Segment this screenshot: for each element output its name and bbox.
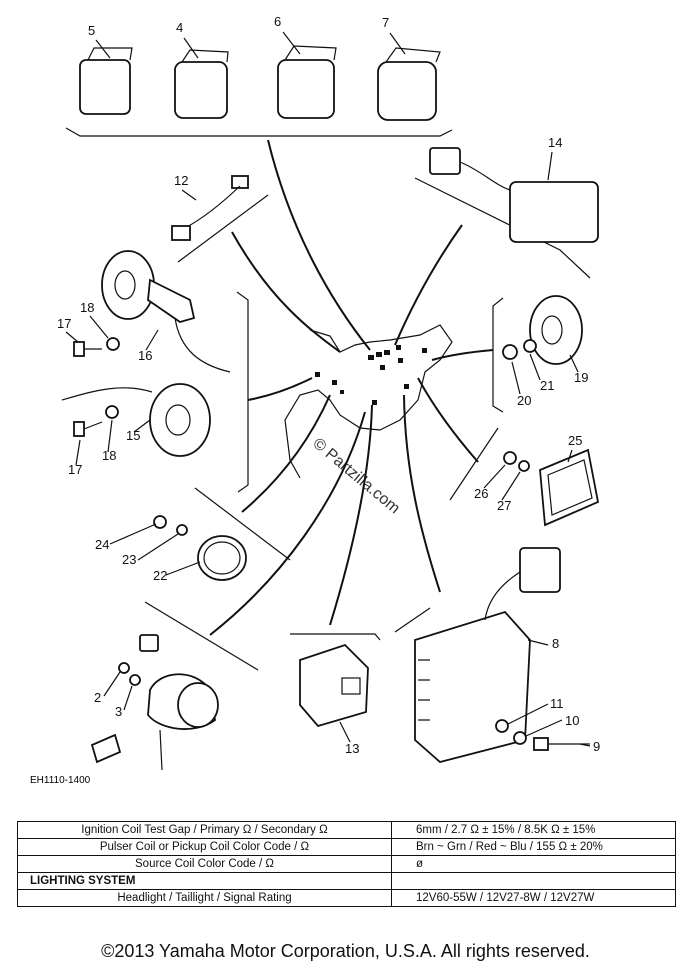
spec-value: 6mm / 2.7 Ω ± 15% / 8.5K Ω ± 15% bbox=[391, 821, 676, 839]
callout-6: 6 bbox=[274, 14, 281, 29]
wire-22 bbox=[241, 394, 331, 513]
section-heading: LIGHTING SYSTEM bbox=[17, 872, 392, 890]
spec-value: 12V60-55W / 12V27-8W / 12V27W bbox=[391, 889, 676, 907]
flasher-13[interactable] bbox=[299, 643, 369, 728]
callout-10: 10 bbox=[565, 713, 579, 728]
callout-5: 5 bbox=[88, 23, 95, 38]
bolt-17-lower[interactable] bbox=[73, 421, 103, 437]
nut-3[interactable] bbox=[129, 674, 141, 686]
bracket-12 bbox=[177, 194, 269, 263]
washer-21[interactable] bbox=[523, 339, 537, 353]
washer-27[interactable] bbox=[518, 460, 530, 472]
washer-24[interactable] bbox=[153, 515, 167, 529]
reflector-25[interactable] bbox=[539, 448, 600, 527]
washer-10[interactable] bbox=[513, 731, 527, 745]
callout-9: 9 bbox=[593, 739, 600, 754]
relay-5[interactable] bbox=[79, 47, 133, 115]
callout-7: 7 bbox=[382, 15, 389, 30]
spec-label: Headlight / Taillight / Signal Rating bbox=[17, 889, 392, 907]
callout-27: 27 bbox=[497, 498, 511, 513]
callout-17-lower: 17 bbox=[68, 462, 82, 477]
bracket-headlight bbox=[144, 601, 259, 671]
bolt-17-upper[interactable] bbox=[73, 341, 102, 357]
callout-19: 19 bbox=[574, 370, 588, 385]
nut-26[interactable] bbox=[503, 451, 517, 465]
bracket-14 bbox=[414, 177, 591, 279]
callout-8: 8 bbox=[552, 636, 559, 651]
washer-2[interactable] bbox=[118, 662, 130, 674]
callout-15: 15 bbox=[126, 428, 140, 443]
callout-11: 11 bbox=[550, 696, 564, 711]
callout-3: 3 bbox=[115, 704, 122, 719]
spec-label: Ignition Coil Test Gap / Primary Ω / Sec… bbox=[17, 821, 392, 839]
callout-20: 20 bbox=[517, 393, 531, 408]
washer-11[interactable] bbox=[495, 719, 509, 733]
part-14-connector[interactable] bbox=[429, 147, 599, 243]
part-12-harness[interactable] bbox=[171, 175, 249, 241]
part-19[interactable] bbox=[529, 295, 583, 365]
relay-group-bracket bbox=[65, 127, 453, 137]
relay-6[interactable] bbox=[277, 45, 337, 119]
wire-25 bbox=[417, 377, 479, 463]
bracket-19 bbox=[492, 297, 504, 413]
washer-18-lower[interactable] bbox=[105, 405, 119, 419]
table-row: LIGHTING SYSTEM bbox=[17, 872, 676, 890]
callout-4: 4 bbox=[176, 20, 183, 35]
wire-13 bbox=[329, 404, 373, 626]
spec-value: Brn ~ Grn / Red ~ Blu / 155 Ω ± 20% bbox=[391, 838, 676, 856]
bracket-horns bbox=[236, 291, 249, 493]
wire-19 bbox=[431, 349, 494, 361]
connector-cluster bbox=[315, 345, 427, 405]
table-row: Headlight / Taillight / Signal Rating 12… bbox=[17, 889, 676, 907]
bracket-25 bbox=[449, 427, 499, 501]
wire-horns bbox=[247, 377, 313, 401]
callout-26: 26 bbox=[474, 486, 488, 501]
bracket-22 bbox=[194, 487, 291, 561]
bracket-8 bbox=[394, 607, 431, 633]
nut-20[interactable] bbox=[502, 344, 518, 360]
relay-7[interactable] bbox=[377, 47, 441, 121]
callout-25: 25 bbox=[568, 433, 582, 448]
wire-relays bbox=[267, 139, 371, 351]
spec-value: ø bbox=[391, 855, 676, 873]
copyright-notice: ©2013 Yamaha Motor Corporation, U.S.A. A… bbox=[101, 941, 590, 961]
wire-12 bbox=[231, 231, 341, 353]
parts-diagram: © Partzilla.com bbox=[30, 14, 600, 786]
reflector-22[interactable] bbox=[197, 535, 247, 581]
spec-table: Ignition Coil Test Gap / Primary Ω / Sec… bbox=[17, 821, 676, 907]
spec-label: Pulser Coil or Pickup Coil Color Code / … bbox=[17, 838, 392, 856]
callout-12: 12 bbox=[174, 173, 188, 188]
table-row: Ignition Coil Test Gap / Primary Ω / Sec… bbox=[17, 821, 676, 839]
callout-2: 2 bbox=[94, 690, 101, 705]
nut-23[interactable] bbox=[176, 524, 188, 536]
callout-13: 13 bbox=[345, 741, 359, 756]
washer-18-upper[interactable] bbox=[106, 337, 120, 351]
wire-headlight bbox=[209, 411, 366, 636]
callout-17-upper: 17 bbox=[57, 316, 71, 331]
callout-23: 23 bbox=[122, 552, 136, 567]
table-row: Source Coil Color Code / Ω ø bbox=[17, 855, 676, 873]
callout-24: 24 bbox=[95, 537, 109, 552]
wire-14 bbox=[394, 224, 463, 346]
table-row: Pulser Coil or Pickup Coil Color Code / … bbox=[17, 838, 676, 856]
spec-value bbox=[391, 872, 676, 890]
bracket-13 bbox=[290, 633, 381, 641]
callout-18-upper: 18 bbox=[80, 300, 94, 315]
callout-16: 16 bbox=[138, 348, 152, 363]
callout-21: 21 bbox=[540, 378, 554, 393]
horn-15[interactable] bbox=[61, 383, 211, 457]
front-arrow-icon bbox=[90, 733, 122, 764]
callout-22: 22 bbox=[153, 568, 167, 583]
headlight-bulb[interactable] bbox=[139, 634, 219, 771]
relay-4[interactable] bbox=[174, 49, 229, 119]
wire-8 bbox=[403, 394, 441, 593]
callout-14: 14 bbox=[548, 135, 562, 150]
callout-18-lower: 18 bbox=[102, 448, 116, 463]
spec-label: Source Coil Color Code / Ω bbox=[17, 855, 392, 873]
horn-16[interactable] bbox=[101, 250, 231, 373]
diagram-reference-code: EH1110-1400 bbox=[30, 775, 91, 786]
